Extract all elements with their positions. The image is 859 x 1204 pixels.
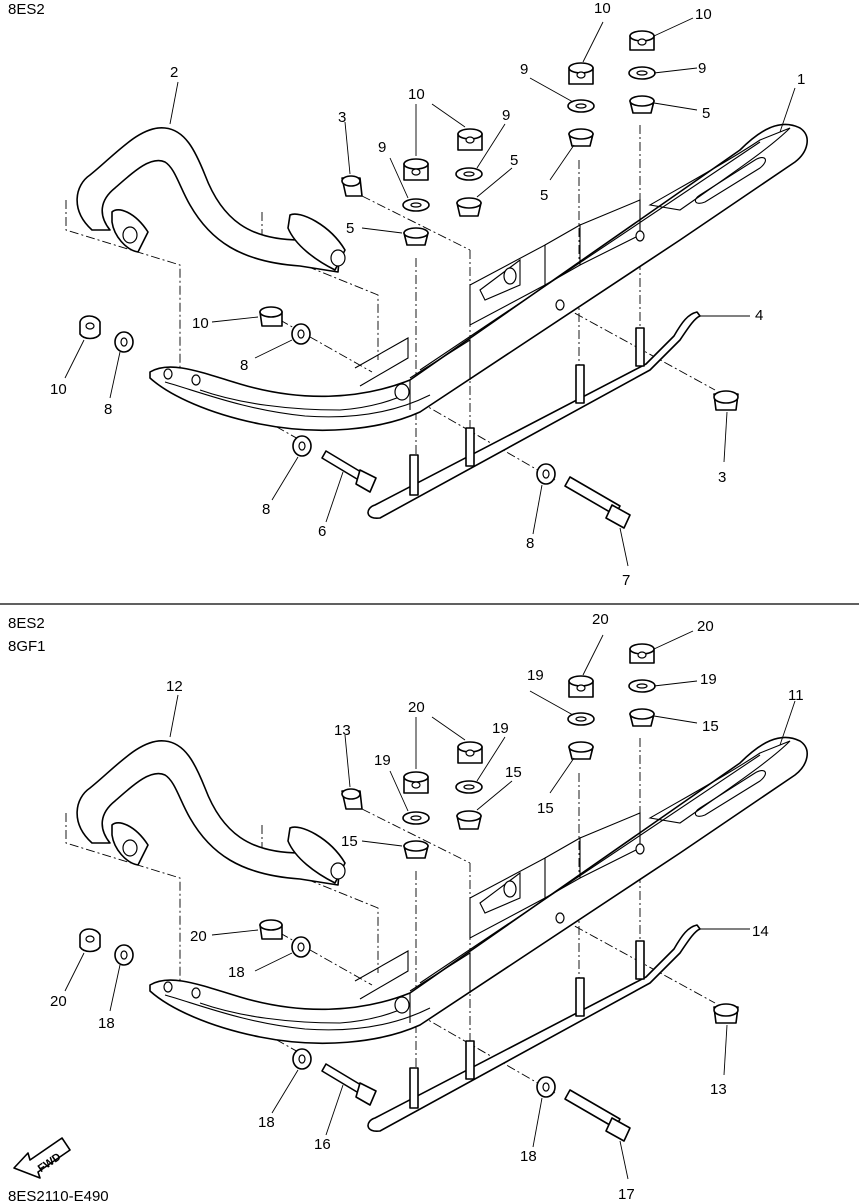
callout: 2 [170,64,178,81]
callout: 20 [592,611,609,628]
callout: 8 [526,535,534,552]
bottom-panel: 8ES2 8GF1 11 12 13 13 14 15 15 15 15 16 … [8,611,808,1203]
callout: 10 [695,6,712,23]
callout: 20 [408,699,425,716]
callout: 19 [492,720,509,737]
callout: 7 [622,572,630,589]
callout: 9 [502,107,510,124]
bottom-callouts: 11 12 13 13 14 15 15 15 15 16 17 18 18 1… [50,611,804,1203]
callout: 18 [98,1015,115,1032]
bottom-model-code-2: 8GF1 [8,638,46,655]
callout: 1 [797,71,805,88]
ski-assembly-drawing-top [64,17,808,567]
callout: 9 [698,60,706,77]
callout: 4 [755,307,763,324]
callout: 19 [374,752,391,769]
callout: 3 [718,469,726,486]
figure-id: 8ES2110-E490 [8,1188,109,1204]
callout: 18 [258,1114,275,1131]
callout: 16 [314,1136,331,1153]
callout: 12 [166,678,183,695]
callout: 19 [527,667,544,684]
callout: 8 [240,357,248,374]
callout: 13 [334,722,351,739]
callout: 10 [192,315,209,332]
callout: 10 [594,0,611,17]
callout: 6 [318,523,326,540]
ski-assembly-drawing-bottom [64,630,808,1180]
callout: 15 [505,764,522,781]
callout: 5 [540,187,548,204]
callout: 15 [702,718,719,735]
callout: 13 [710,1081,727,1098]
callout: 17 [618,1186,635,1203]
callout: 10 [50,381,67,398]
callout: 15 [537,800,554,817]
callout: 19 [700,671,717,688]
top-panel: 8ES2 1 2 3 3 4 5 5 5 5 6 7 8 8 8 8 9 9 9… [8,0,808,589]
top-callouts: 1 2 3 3 4 5 5 5 5 6 7 8 8 8 8 9 9 9 9 10… [50,0,805,589]
fwd-arrow-icon: FWD [13,1137,71,1179]
callout: 3 [338,109,346,126]
callout: 9 [378,139,386,156]
callout: 10 [408,86,425,103]
callout: 11 [788,687,804,704]
callout: 9 [520,61,528,78]
callout: 5 [702,105,710,122]
callout: 18 [228,964,245,981]
callout: 20 [50,993,67,1010]
callout: 5 [510,152,518,169]
callout: 8 [104,401,112,418]
callout: 14 [752,923,769,940]
bottom-model-code-1: 8ES2 [8,615,45,632]
callout: 5 [346,220,354,237]
callout: 20 [190,928,207,945]
top-model-code: 8ES2 [8,1,45,18]
callout: 18 [520,1148,537,1165]
callout: 8 [262,501,270,518]
callout: 20 [697,618,714,635]
callout: 15 [341,833,358,850]
